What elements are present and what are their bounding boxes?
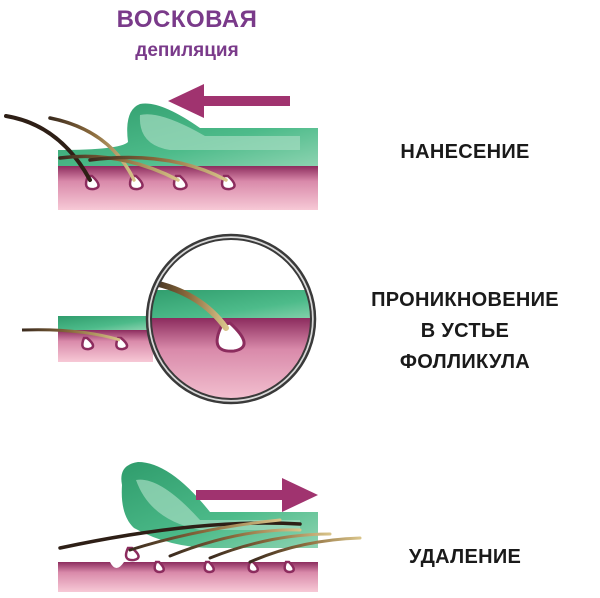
arrow-left [168,84,290,118]
step-application-illustration [4,84,318,210]
step-label-application: НАНЕСЕНИЕ [400,141,530,163]
step-label-penetration: ПРОНИКНОВЕНИЕ В УСТЬЕ ФОЛЛИКУЛА [350,285,580,378]
diagram-title: ВОСКОВАЯ [116,6,258,33]
step-removal-illustration [58,462,362,592]
arrow-right [196,478,318,512]
diagram-subtitle: депиляция [135,40,239,61]
skin-layer [58,166,318,210]
label-line: ПРОНИКНОВЕНИЕ [371,289,559,311]
hairs [4,114,228,182]
step-penetration-illustration [21,233,317,405]
label-line: В УСТЬЕ [420,320,510,342]
step-label-removal: УДАЛЕНИЕ [408,546,522,568]
label-line: ФОЛЛИКУЛА [399,351,531,373]
wax-strip [58,316,153,330]
skin-layer-removed [58,562,318,592]
